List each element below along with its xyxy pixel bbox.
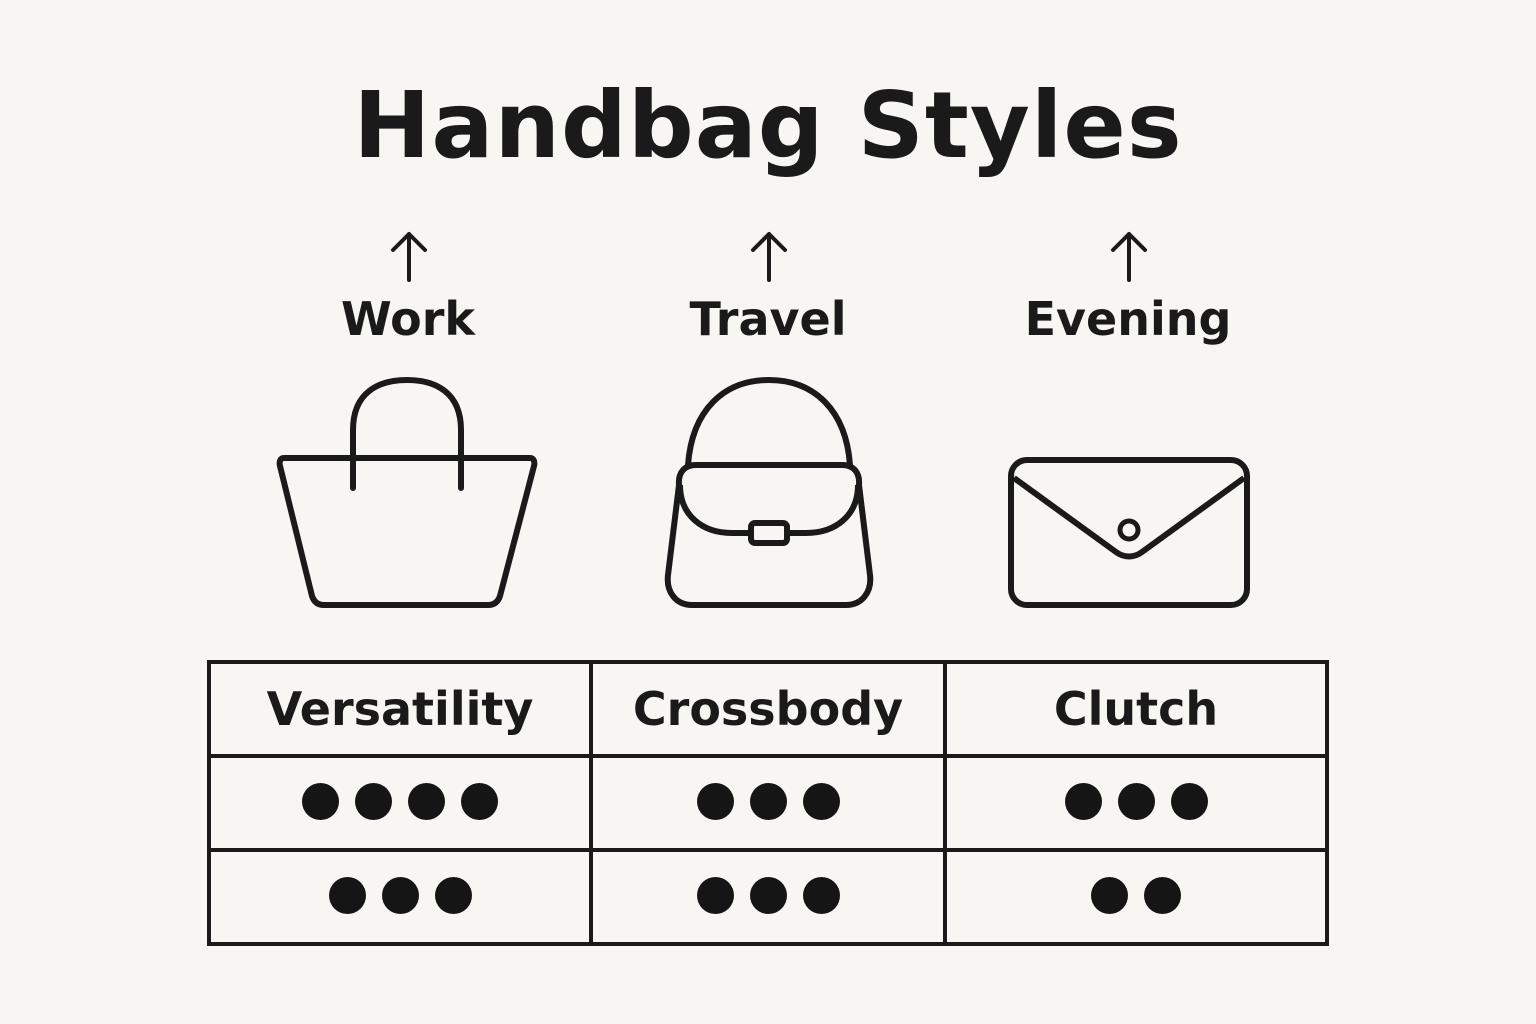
table-row [207, 754, 1329, 852]
rating-dots [302, 782, 498, 820]
rating-cell [589, 754, 947, 852]
rating-dots [696, 876, 840, 914]
rating-dot-icon [355, 782, 392, 820]
rating-dot-icon [696, 782, 734, 820]
crossbody-bag-icon [664, 376, 874, 608]
rating-dots [1064, 782, 1208, 820]
page-title: Handbag Styles [353, 72, 1183, 179]
header-versatility: Versatility [207, 660, 593, 758]
rating-dot-icon [1144, 876, 1181, 914]
rating-dot-icon [328, 876, 366, 914]
rating-dot-icon [696, 876, 734, 914]
rating-cell [207, 754, 593, 852]
table-row [207, 848, 1329, 946]
comparison-table: Versatility Crossbody Clutch [207, 660, 1329, 946]
rating-dot-icon [749, 876, 787, 914]
rating-dot-icon [461, 782, 498, 820]
rating-cell [207, 848, 593, 946]
rating-dot-icon [302, 782, 339, 820]
arrow-up-icon [1111, 232, 1147, 282]
rating-dot-icon [1064, 782, 1102, 820]
clutch-bag-icon [1008, 457, 1250, 608]
rating-dot-icon [1117, 782, 1155, 820]
rating-dot-icon [802, 876, 840, 914]
arrow-up-icon [751, 232, 787, 282]
rating-dot-icon [408, 782, 445, 820]
arrow-up-icon [391, 232, 427, 282]
rating-dot-icon [1170, 782, 1208, 820]
tote-bag-icon [276, 376, 538, 608]
rating-dots [328, 876, 472, 914]
category-label-travel: Travel [689, 292, 847, 346]
rating-dot-icon [381, 876, 419, 914]
rating-dot-icon [749, 782, 787, 820]
rating-dot-icon [802, 782, 840, 820]
header-crossbody: Crossbody [589, 660, 947, 758]
rating-cell [943, 754, 1329, 852]
rating-dot-icon [1091, 876, 1128, 914]
rating-dot-icon [434, 876, 472, 914]
category-label-work: Work [341, 292, 475, 346]
rating-dots [1091, 876, 1181, 914]
table-header-row: Versatility Crossbody Clutch [207, 660, 1329, 758]
rating-dots [696, 782, 840, 820]
category-label-evening: Evening [1024, 292, 1232, 346]
rating-cell [943, 848, 1329, 946]
rating-cell [589, 848, 947, 946]
header-clutch: Clutch [943, 660, 1329, 758]
